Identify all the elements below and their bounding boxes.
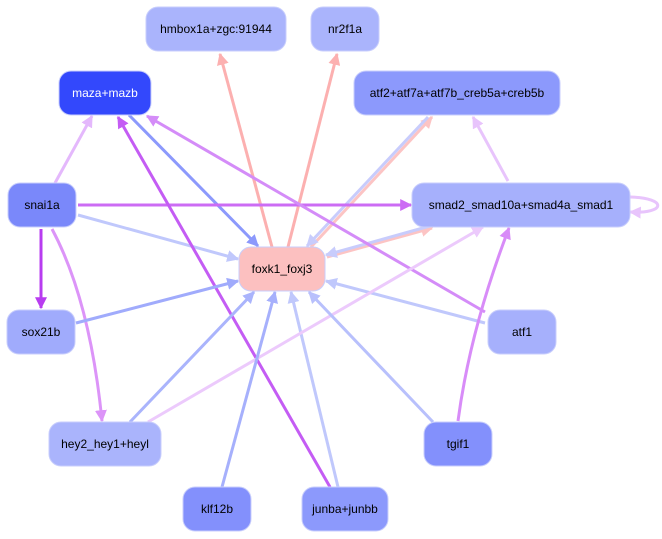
node-atf1[interactable]: atf1 [487, 309, 557, 355]
node-smad2-smad10a-smad4a-smad1[interactable]: smad2_smad10a+smad4a_smad1 [411, 182, 631, 228]
node-label: hey2_hey1+heyl [61, 437, 149, 451]
node-box [411, 182, 631, 228]
node-atf2-atf7a-atf7b-creb5a-creb5b[interactable]: atf2+atf7a+atf7b_creb5a+creb5b [353, 70, 561, 116]
node-box [58, 70, 152, 116]
node-maza-mazb[interactable]: maza+mazb [58, 70, 152, 116]
edge-snai1a-to-foxk1 [77, 213, 240, 262]
nodes-layer: hmbox1a+zgc:91944 nr2f1a maza+mazb atf2+… [6, 6, 631, 532]
node-hey2-hey1-heyl[interactable]: hey2_hey1+heyl [48, 421, 162, 467]
node-box [238, 246, 326, 292]
node-box [6, 309, 76, 355]
node-label: klf12b [201, 502, 233, 516]
edge-atf2-to-foxk1 [305, 115, 430, 248]
edge-smad-to-atf2 [471, 115, 510, 182]
edge-sox21b-to-foxk1 [75, 277, 240, 325]
node-label: maza+mazb [72, 86, 138, 100]
node-box [145, 6, 287, 52]
edge-tgif1-to-foxk1 [307, 290, 435, 424]
node-label: smad2_smad10a+smad4a_smad1 [429, 198, 614, 212]
edge-smad-to-smad [628, 195, 660, 219]
node-box [182, 486, 252, 532]
node-klf12b[interactable]: klf12b [182, 486, 252, 532]
edge-hey2-to-foxk1 [128, 290, 256, 424]
node-label: snai1a [24, 198, 60, 212]
node-tgif1[interactable]: tgif1 [423, 421, 493, 467]
node-label: tgif1 [447, 437, 470, 451]
node-foxk1-foxj3[interactable]: foxk1_foxj3 [238, 246, 326, 292]
edge-junba-to-maza [116, 115, 332, 488]
node-label: atf1 [512, 325, 532, 339]
node-box [310, 6, 380, 52]
node-label: foxk1_foxj3 [252, 262, 313, 276]
edges-layer [35, 52, 660, 488]
edge-klf12b-to-foxk1 [220, 290, 278, 488]
node-label: sox21b [22, 325, 61, 339]
node-label: junba+junbb [311, 502, 378, 516]
edge-smad-to-foxk1 [324, 224, 431, 258]
node-box [48, 421, 162, 467]
edge-hey2-to-smad [147, 225, 485, 424]
edge-atf1-to-maza [145, 114, 486, 314]
node-label: nr2f1a [328, 22, 362, 36]
node-snai1a[interactable]: snai1a [7, 182, 77, 228]
node-nr2f1a[interactable]: nr2f1a [310, 6, 380, 52]
node-sox21b[interactable]: sox21b [6, 309, 76, 355]
edge-tgif1-to-smad [456, 226, 511, 422]
edge-foxk1-to-nr2f1a [286, 52, 341, 248]
node-box [423, 421, 493, 467]
edge-foxk1-to-atf2 [309, 115, 434, 249]
node-box [301, 486, 389, 532]
edge-maza-to-foxk1 [127, 113, 260, 248]
node-box [487, 309, 557, 355]
edge-snai1a-to-hey2 [50, 228, 107, 423]
node-box [7, 182, 77, 228]
edge-junba-to-foxk1 [287, 290, 340, 488]
node-junba-junbb[interactable]: junba+junbb [301, 486, 389, 532]
edge-foxk1-to-smad [326, 225, 434, 259]
node-box [353, 70, 561, 116]
edge-foxk1-to-hmbox [217, 52, 274, 248]
node-label: hmbox1a+zgc:91944 [160, 22, 272, 36]
edge-atf1-to-foxk1 [324, 277, 486, 325]
node-label: atf2+atf7a+atf7b_creb5a+creb5b [370, 86, 545, 100]
edge-snai1a-to-maza [53, 114, 94, 184]
node-hmbox1a-zgc-91944[interactable]: hmbox1a+zgc:91944 [145, 6, 287, 52]
